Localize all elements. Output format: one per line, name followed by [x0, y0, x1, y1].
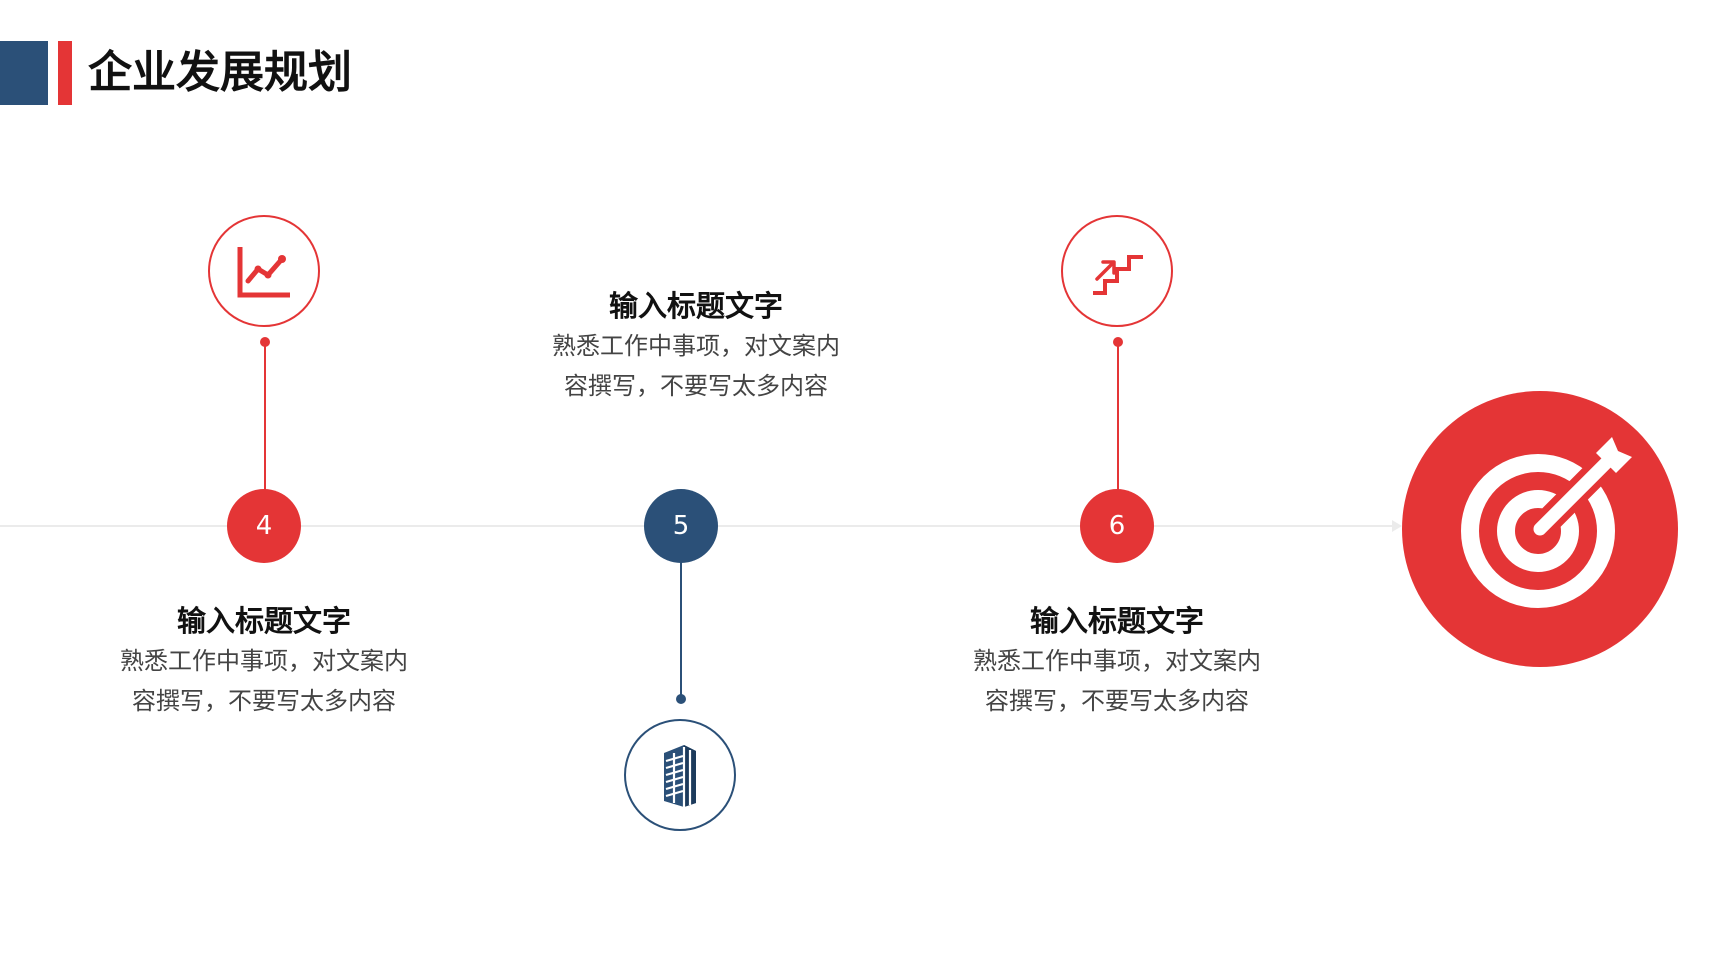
line-chart-icon: [237, 247, 290, 298]
page-title: 企业发展规划: [88, 47, 352, 98]
timeline-arrow: [1392, 520, 1402, 532]
step-6-icon-ring: [1061, 215, 1173, 327]
step-4-desc-line1: 熟悉工作中事项，对文案内: [120, 647, 408, 675]
step-6-desc-line2: 容撰写，不要写太多内容: [985, 687, 1249, 715]
step-4-text: 输入标题文字 熟悉工作中事项，对文案内 容撰写，不要写太多内容: [94, 601, 434, 721]
stairs-growth-icon: [1093, 255, 1143, 295]
header-red-bar: [58, 41, 72, 105]
step-5-connector-line: [680, 560, 682, 697]
step-5-connector-dot: [676, 694, 686, 704]
step-5-desc-line2: 容撰写，不要写太多内容: [564, 372, 828, 400]
building-icon: [664, 745, 696, 807]
target-arrow-icon: [1461, 437, 1632, 608]
step-6-desc-line1: 熟悉工作中事项，对文案内: [973, 647, 1261, 675]
step-6-text: 输入标题文字 熟悉工作中事项，对文案内 容撰写，不要写太多内容: [947, 601, 1287, 721]
goal-target: [1402, 391, 1678, 667]
step-6-title: 输入标题文字: [1029, 604, 1204, 638]
step-5-node: 5: [644, 489, 718, 563]
step-5-text: 输入标题文字 熟悉工作中事项，对文案内 容撰写，不要写太多内容: [526, 286, 866, 406]
step-6-connector-line: [1117, 342, 1119, 492]
step-4-connector-line: [264, 342, 266, 492]
step-5-icon-ring: [624, 719, 736, 831]
step-4-desc-line2: 容撰写，不要写太多内容: [132, 687, 396, 715]
step-4-title: 输入标题文字: [176, 604, 351, 638]
step-6-node: 6: [1080, 489, 1154, 563]
step-5-title: 输入标题文字: [608, 289, 783, 323]
step-5-desc-line1: 熟悉工作中事项，对文案内: [552, 332, 840, 360]
step-4-icon-ring: [208, 215, 320, 327]
header-blue-bar: [0, 41, 48, 105]
step-4-node: 4: [227, 489, 301, 563]
